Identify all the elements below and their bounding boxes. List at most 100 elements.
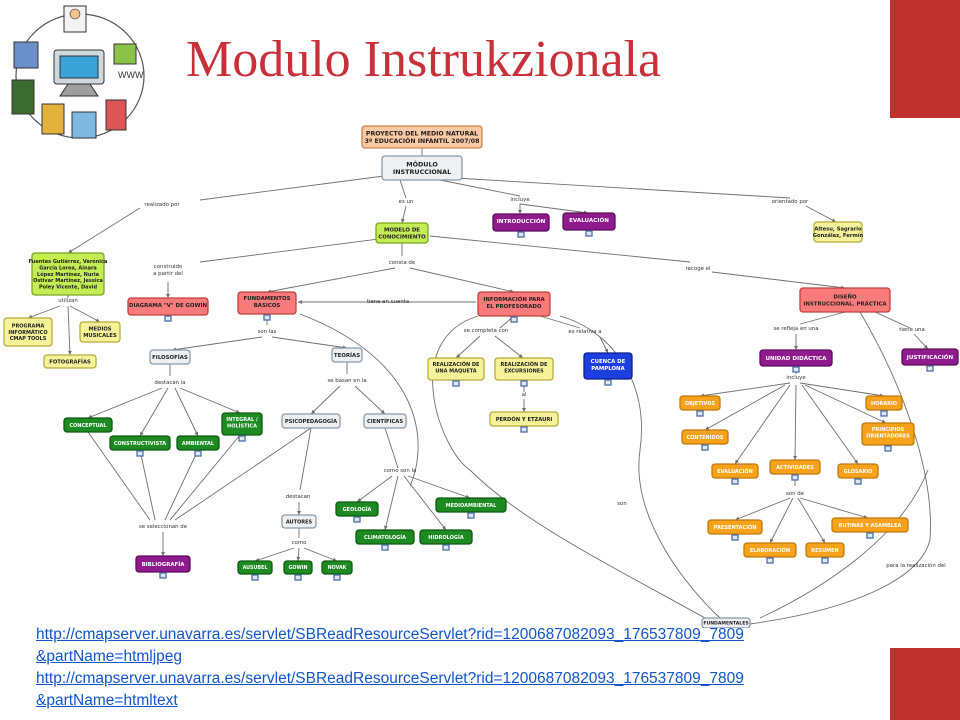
node-box (281, 413, 341, 429)
resource-icon[interactable] (520, 426, 528, 433)
concept-node-objetivos[interactable]: OBJETIVOS (679, 395, 721, 417)
concept-node-climatologia[interactable]: CLIMATOLOGÍA (355, 529, 415, 551)
resource-icon[interactable] (884, 445, 892, 452)
concept-node-psicopedagogia[interactable]: PSICOPEDAGOGÍA (281, 413, 341, 429)
resource-icon[interactable] (238, 435, 246, 442)
node-label: GOWIN (288, 565, 307, 571)
node-label: UNA MAQUETA (435, 368, 476, 374)
school-activities-collage-icon: WWW (11, 5, 145, 139)
resource-icon[interactable] (880, 410, 888, 417)
node-label: PERDÓN Y ETZAURI (496, 416, 553, 423)
concept-node-glosario[interactable]: GLOSARIO (837, 463, 879, 485)
connector-line (254, 547, 295, 562)
resource-icon[interactable] (585, 230, 593, 237)
node-label: REALIZACIÓN DE (501, 361, 549, 368)
concept-node-geologia[interactable]: GEOLOGÍA (335, 501, 379, 523)
connector-line (139, 449, 156, 521)
concept-node-teorias[interactable]: TEORÍAS (331, 347, 363, 363)
concept-node-actividades[interactable]: ACTIVIDADES (769, 459, 821, 481)
resource-icon[interactable] (731, 478, 739, 485)
resource-icon[interactable] (194, 450, 202, 457)
resource-icon[interactable] (442, 544, 450, 551)
resource-icon[interactable] (520, 380, 528, 387)
resource-icon[interactable] (821, 557, 829, 564)
concept-node-ambiental[interactable]: AMBIENTAL (176, 435, 220, 457)
resource-icon[interactable] (294, 574, 302, 581)
concept-node-elaboracion[interactable]: ELABORACIÓN (743, 542, 797, 564)
concept-node-fundamentales[interactable]: FUNDAMENTALES (701, 617, 751, 628)
concept-node-diagrama_v[interactable]: DIAGRAMA "V" DE GOWIN (127, 297, 209, 322)
node-box (805, 542, 845, 558)
link-htmltext[interactable]: http://cmapserver.unavarra.es/servlet/SB… (36, 668, 836, 712)
resource-icon[interactable] (696, 410, 704, 417)
resource-icon[interactable] (136, 450, 144, 457)
resource-icon[interactable] (766, 557, 774, 564)
concept-node-presentacion[interactable]: PRESENTACIÓN (707, 519, 763, 541)
concept-node-perdon[interactable]: PERDÓN Y ETZAURI (489, 411, 559, 433)
resource-icon[interactable] (159, 572, 167, 579)
resource-icon[interactable] (604, 379, 612, 386)
concept-node-integral[interactable]: INTEGRAL /HOLÍSTICA (221, 412, 263, 442)
concept-node-evaluacion_intro[interactable]: EVALUACIÓN (562, 212, 616, 237)
resource-icon[interactable] (467, 512, 475, 519)
resource-icon[interactable] (452, 380, 460, 387)
concept-node-cientificas[interactable]: CIENTÍFICAS (363, 413, 407, 429)
resource-icon[interactable] (510, 316, 518, 323)
link-htmljpeg[interactable]: http://cmapserver.unavarra.es/servlet/SB… (36, 624, 836, 668)
resource-icon[interactable] (333, 574, 341, 581)
concept-node-evaluacion[interactable]: EVALUACIÓN (711, 463, 759, 485)
connector-line (407, 475, 471, 499)
concept-node-unidad[interactable]: UNIDAD DIDÁCTICA (759, 349, 833, 373)
resource-icon[interactable] (164, 315, 172, 322)
concept-node-autores[interactable]: AUTORES (281, 514, 317, 529)
concept-node-novak[interactable]: NOVAK (321, 560, 353, 581)
resource-icon[interactable] (517, 231, 525, 238)
concept-node-ausubel[interactable]: AUSUBEL (237, 560, 273, 581)
resource-icon[interactable] (353, 516, 361, 523)
concept-node-contenidos[interactable]: CONTENIDOS (681, 429, 729, 451)
link-label-incluye_top: incluye (510, 197, 530, 203)
resource-icon[interactable] (263, 314, 271, 321)
resource-icon[interactable] (854, 478, 862, 485)
concept-node-conceptual[interactable]: CONCEPTUAL (63, 417, 113, 433)
connector-arrowhead (297, 510, 301, 515)
concept-node-resumen[interactable]: RESUMEN (805, 542, 845, 564)
concept-node-gowin[interactable]: GOWIN (283, 560, 313, 581)
concept-node-horario[interactable]: HORARIO (865, 395, 903, 417)
concept-node-justificacion[interactable]: JUSTIFICACIÓN (901, 348, 959, 372)
concept-node-rutinas[interactable]: RUTINAS Y ASAMBLEA (831, 517, 909, 539)
connector-line (804, 384, 887, 424)
concept-node-constructivista[interactable]: CONSTRUCTIVISTA (109, 435, 171, 457)
concept-node-bibliografia[interactable]: BIBLIOGRAFÍA (135, 555, 191, 579)
concept-node-filosofias[interactable]: FILOSOFÍAS (149, 349, 191, 365)
concept-node-introduccion[interactable]: INTRODUCCIÓN (492, 213, 550, 238)
node-label: García Lorea, Ainara (39, 265, 97, 272)
connector-arrowhead (923, 344, 928, 349)
resource-icon[interactable] (731, 534, 739, 541)
resource-icon[interactable] (251, 574, 259, 581)
concept-node-fotografias[interactable]: FOTOGRAFÍAS (43, 354, 97, 369)
concept-node-medioambiental[interactable]: MEDIOAMBIENTAL (435, 497, 507, 519)
resource-icon[interactable] (791, 474, 799, 481)
resource-icon[interactable] (701, 444, 709, 451)
resource-icon[interactable] (866, 532, 874, 539)
concept-node-hidrologia[interactable]: HIDROLOGÍA (419, 529, 473, 551)
resource-icon[interactable] (926, 365, 934, 372)
resource-icon[interactable] (792, 366, 800, 373)
resource-icon[interactable] (381, 544, 389, 551)
